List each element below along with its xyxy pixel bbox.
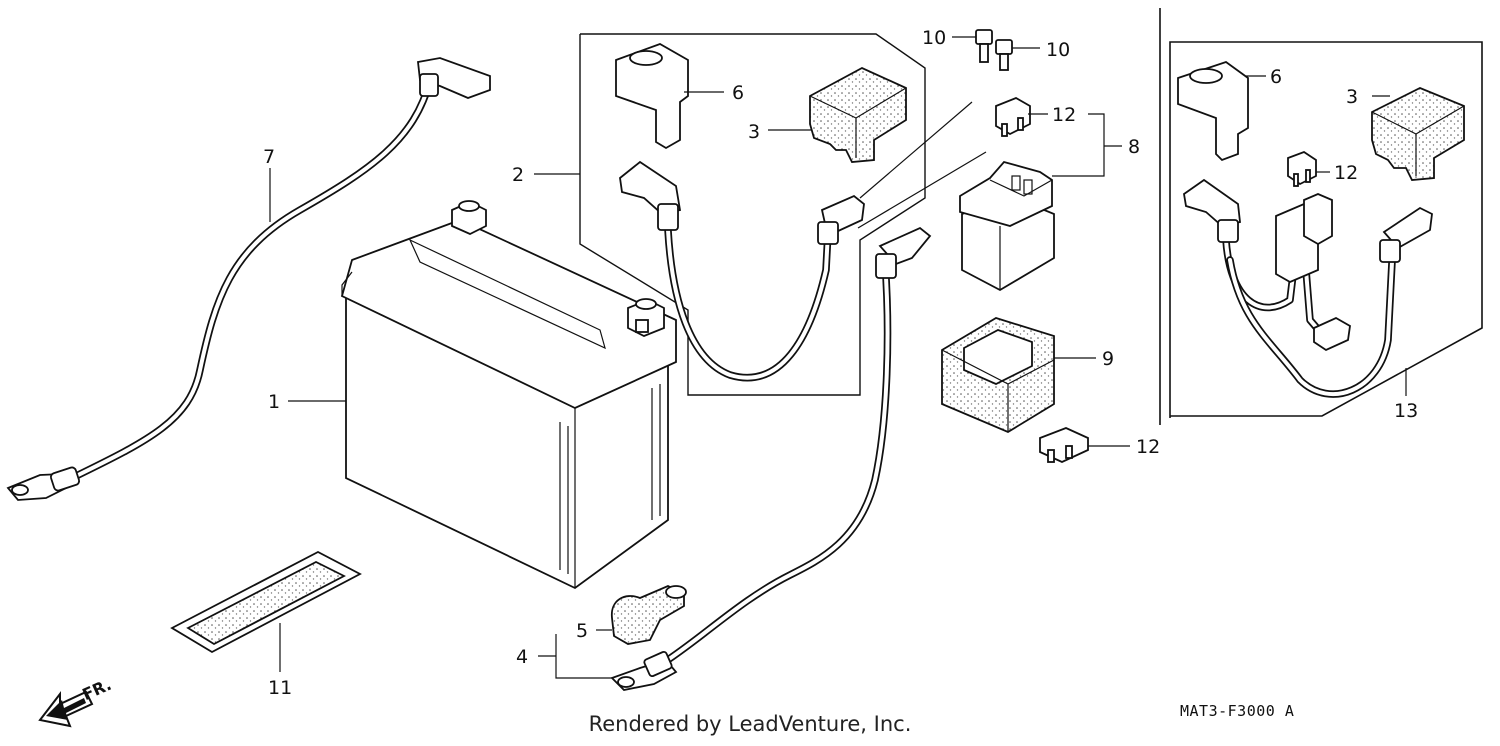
callout-ground-cable: 7 [263, 146, 275, 168]
callout-relay-holder: 9 [1102, 348, 1114, 370]
callout-cap-left: 6 [732, 82, 744, 104]
battery-strap [170, 550, 362, 654]
callout-cover-left: 3 [748, 121, 760, 143]
callout-cable-group: 2 [512, 164, 524, 186]
callout-cover-right: 3 [1346, 86, 1358, 108]
terminal-cap-5 [611, 585, 687, 645]
callout-fuse-right: 12 [1334, 162, 1358, 184]
terminal-cover-3-left [809, 66, 907, 163]
diagram-code: MAT3-F3000 A [1180, 702, 1295, 720]
battery [340, 200, 677, 590]
front-arrow-icon [38, 690, 94, 728]
callout-fuse-top: 12 [1052, 104, 1076, 126]
callout-cap-right: 6 [1270, 66, 1282, 88]
callout-bolt-a: 10 [922, 27, 946, 49]
relay-8 [959, 160, 1055, 292]
terminal-cap-6-left [615, 43, 689, 150]
callout-harness: 13 [1394, 400, 1418, 422]
harness-inset-box [1159, 8, 1483, 425]
fuse-12-bottom [1039, 427, 1089, 463]
cable-group-outline [579, 33, 926, 396]
terminal-cap-6-right [1177, 60, 1249, 162]
ground-cable-7 [6, 57, 491, 501]
bolts-10 [975, 29, 1013, 71]
negative-cable-4 [610, 226, 932, 691]
callout-relay-group: 8 [1128, 136, 1140, 158]
positive-cable-2 [619, 160, 865, 382]
fuse-12-top [995, 97, 1031, 137]
callouts: 1 2 3 4 5 6 7 8 9 10 10 11 12 12 6 3 12 … [263, 27, 1418, 699]
callout-cable-assy: 4 [516, 646, 528, 668]
terminal-cover-3-right [1371, 87, 1465, 181]
leader-lines [269, 36, 1407, 679]
harness-13 [1183, 178, 1433, 398]
relay-holder-9 [941, 317, 1055, 434]
footer-credit: Rendered by LeadVenture, Inc. [588, 712, 912, 736]
callout-terminal-cap: 5 [576, 620, 588, 642]
callout-ground-strap: 11 [268, 677, 292, 699]
callout-battery: 1 [268, 391, 280, 413]
callout-fuse-bottom: 12 [1136, 436, 1160, 458]
callout-bolt-b: 10 [1046, 39, 1070, 61]
fuse-12-right [1287, 150, 1317, 187]
